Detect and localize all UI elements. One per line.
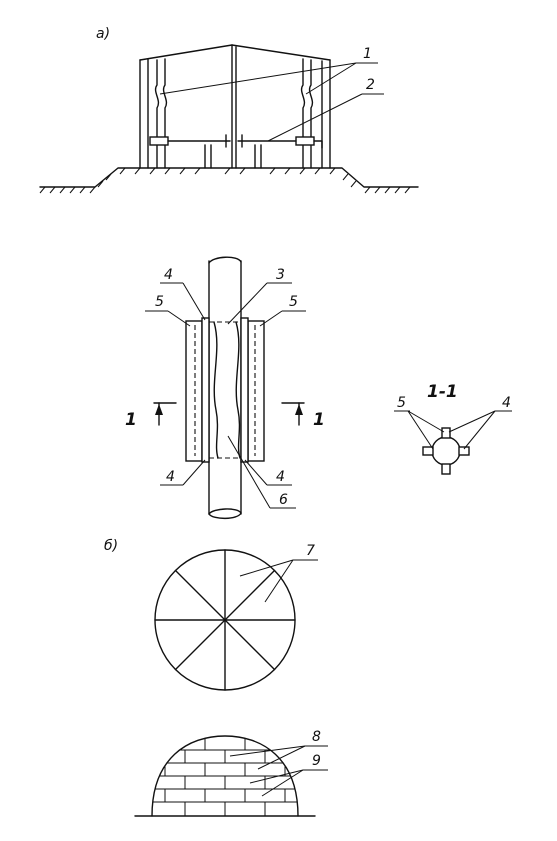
tie-rod (167, 134, 297, 169)
callout-5-left: 5 (155, 294, 164, 310)
part-b-circle: б) 7 (104, 538, 318, 691)
callout-4-bottom-right: 4 (276, 469, 285, 485)
section-marker-right: 1 (313, 410, 325, 430)
part-label-a: а) (96, 26, 110, 42)
callout-2: 2 (366, 77, 375, 93)
ground-line (39, 167, 419, 194)
callout-9: 9 (312, 753, 321, 769)
section-1-1: 1-1 5 4 (394, 382, 512, 475)
callout-1: 1 (363, 46, 372, 62)
part-a-frame: а) (39, 26, 419, 194)
section-title: 1-1 (427, 382, 458, 402)
section-callout-4: 4 (502, 395, 511, 411)
callout-4-bottom-left: 4 (166, 469, 175, 485)
callout-5-right: 5 (289, 294, 298, 310)
section-callout-5: 5 (397, 395, 406, 411)
pipe-detail: 4 5 3 5 4 4 6 1 1 (125, 256, 325, 520)
right-column (295, 58, 331, 169)
left-column (139, 58, 169, 169)
part-b-brick-arch: 8 9 (134, 729, 328, 817)
callout-4-top: 4 (164, 267, 173, 283)
callout-8: 8 (312, 729, 321, 745)
part-label-b: б) (104, 538, 118, 554)
callout-3: 3 (276, 267, 285, 283)
callout-7: 7 (306, 543, 315, 559)
section-marker-left: 1 (125, 410, 137, 430)
frame-roof (139, 44, 331, 61)
callout-6: 6 (279, 492, 288, 508)
